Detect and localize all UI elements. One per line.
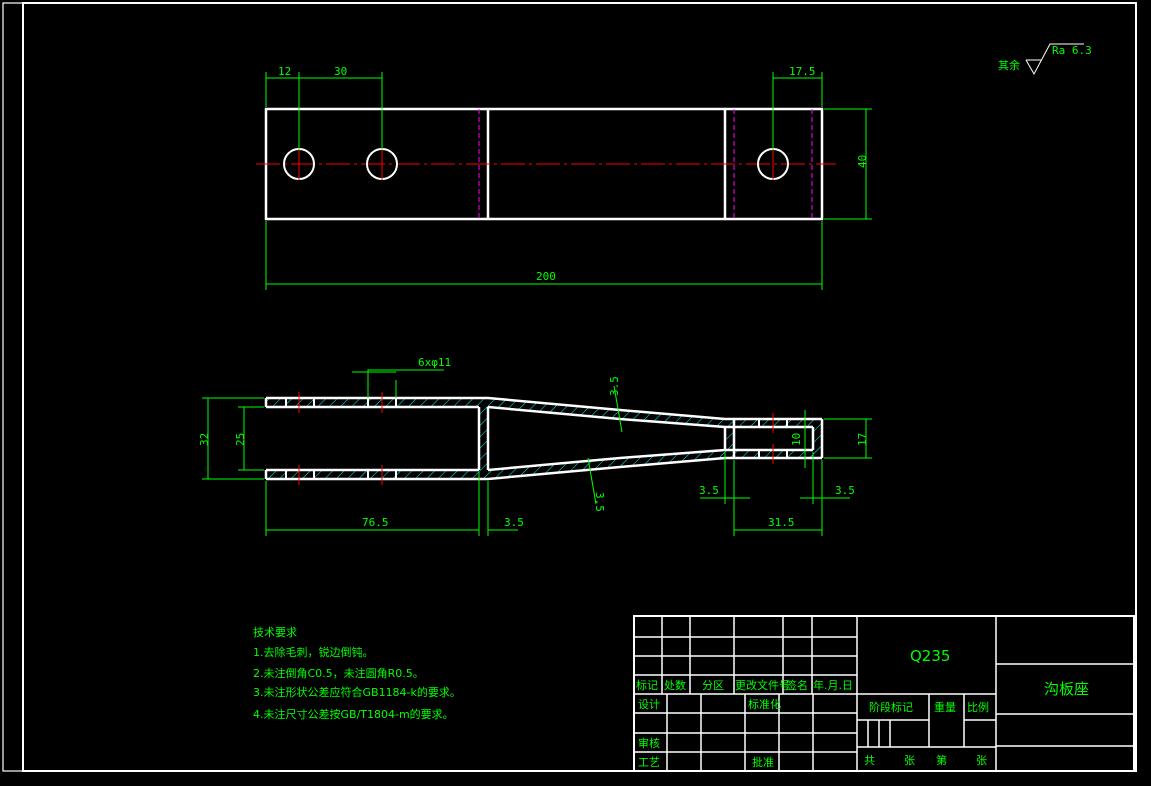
title-block: 标记 处数 分区 更改文件号 签名 年.月.日 设计 标准化 审核 工艺 批准 …: [633, 615, 1135, 772]
dim-17-5: 17.5: [789, 65, 816, 78]
section-view: 6xφ11 3.5 3.5 32 25 10 17 76.5 3.5 3.5 3…: [198, 356, 872, 536]
tb-zone: 分区: [702, 679, 724, 692]
dim-200: 200: [536, 270, 556, 283]
tb-mark: 标记: [636, 678, 658, 692]
dim-25: 25: [234, 433, 247, 446]
tb-sign: 签名: [786, 678, 808, 692]
top-view: 12 30 17.5 40 200: [256, 65, 872, 290]
dim-holes: 6xφ11: [418, 356, 451, 369]
dim-32: 32: [198, 433, 211, 446]
tb-date: 年.月.日: [813, 678, 853, 692]
tb-count: 处数: [664, 679, 686, 692]
roughness-value: Ra 6.3: [1052, 44, 1092, 57]
outer-border: [2, 2, 1137, 772]
tech-note-3: 3.未注形状公差应符合GB1184-k的要求。: [253, 685, 461, 699]
dim-31-5: 31.5: [768, 516, 795, 529]
tech-note-1: 1.去除毛刺，锐边倒钝。: [253, 645, 374, 659]
tb-review: 审核: [638, 736, 660, 750]
dim-40: 40: [856, 155, 869, 168]
dim-12: 12: [278, 65, 291, 78]
tb-standardize: 标准化: [748, 697, 781, 711]
inner-border: [22, 2, 1137, 772]
dim-3-5-wall-top: 3.5: [608, 376, 621, 396]
tb-part-name: 沟板座: [1044, 680, 1089, 698]
dim-3-5-c: 3.5: [835, 484, 855, 497]
dim-3-5-wall-bottom: 3.5: [593, 492, 606, 512]
roughness-symbol: 其余 Ra 6.3: [998, 43, 1092, 76]
tb-material: Q235: [910, 647, 950, 665]
dim-3-5-b: 3.5: [699, 484, 719, 497]
tb-scale: 比例: [967, 700, 989, 714]
tb-change-doc: 更改文件号: [735, 678, 790, 692]
tb-sheet-no: 第: [936, 753, 947, 767]
tb-weight: 重量: [934, 700, 956, 714]
roughness-label: 其余: [998, 58, 1020, 72]
tech-notes: 技术要求 1.去除毛刺，锐边倒钝。 2.未注倒角C0.5，未注圆角R0.5。 3…: [253, 626, 461, 721]
tech-note-4: 4.未注尺寸公差按GB/T1804-m的要求。: [253, 707, 454, 721]
dim-10: 10: [790, 433, 803, 446]
tb-sheet-unit1: 张: [904, 754, 915, 767]
dim-76-5: 76.5: [362, 516, 389, 529]
tb-process: 工艺: [638, 756, 660, 769]
tb-approve: 批准: [752, 755, 774, 769]
dim-17: 17: [856, 433, 869, 446]
tech-notes-title: 技术要求: [253, 626, 297, 639]
tb-sheet-unit2: 张: [976, 754, 987, 767]
tb-design: 设计: [638, 698, 660, 711]
tech-note-2: 2.未注倒角C0.5，未注圆角R0.5。: [253, 666, 424, 680]
dim-30: 30: [334, 65, 347, 78]
dim-3-5-a: 3.5: [504, 516, 524, 529]
tb-sheet-total: 共: [864, 754, 875, 767]
tb-stage-mark: 阶段标记: [869, 700, 913, 714]
